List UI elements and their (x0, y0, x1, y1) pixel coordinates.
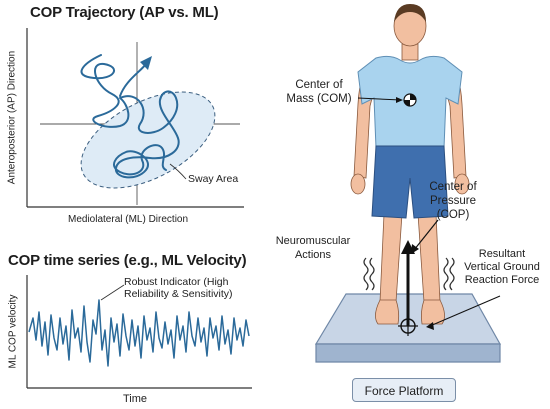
annotation-line-1: Robust Indicator (High (124, 276, 229, 288)
feet (375, 299, 445, 325)
grf-label-line-3: Reaction Force (464, 274, 540, 286)
sway-area-label: Sway Area (188, 173, 239, 185)
cop-label-line-3: (COP) (436, 209, 470, 221)
com-pointer (357, 97, 402, 101)
hair (394, 4, 426, 22)
trajectory-title: COP Trajectory (AP vs. ML) (30, 4, 219, 21)
trajectory-arrowhead (140, 56, 152, 70)
com-pointer-arrowhead (396, 97, 403, 103)
annotation-pointer (100, 284, 125, 301)
cop-label: Center of Pressure (COP) (418, 180, 488, 222)
cop-pointer-arrowhead (411, 244, 419, 254)
grf-label-line-2: Vertical Ground (464, 261, 540, 273)
neuromuscular-label: Neuromuscular Actions (270, 234, 356, 262)
neck (401, 43, 419, 61)
neuromuscular-wave-icon (363, 257, 455, 291)
cop-label-line-1: Center of (429, 181, 477, 193)
timeseries-xlabel: Time (123, 393, 148, 405)
com-label-line-2: Mass (COM) (286, 93, 352, 105)
force-pointer (429, 295, 501, 327)
trajectory-xlabel: Mediolateral (ML) Direction (68, 214, 189, 225)
sway-area-pointer (169, 163, 187, 180)
cop-label-line-2: Pressure (429, 195, 477, 207)
grf-label-line-1: Resultant (478, 248, 526, 260)
force-platform-label: Force Platform (352, 378, 456, 402)
com-label: Center of Mass (COM) (280, 78, 358, 106)
legs (379, 213, 441, 303)
ml-velocity-trace (28, 299, 250, 367)
timeseries-annotation: Robust Indicator (High Reliability & Sen… (124, 276, 264, 300)
com-label-line-1: Center of (295, 79, 343, 91)
neuromuscular-label-line-1: Neuromuscular (275, 235, 351, 247)
grf-label: Resultant Vertical Ground Reaction Force (456, 248, 548, 287)
com-marker-icon (403, 93, 417, 107)
neuromuscular-label-line-2: Actions (294, 249, 332, 261)
timeseries-title: COP time series (e.g., ML Velocity) (8, 252, 247, 269)
cop-crosshair-icon (398, 316, 418, 336)
force-pointer-arrowhead (426, 322, 434, 330)
annotation-line-2: Reliability & Sensitivity) (124, 288, 233, 300)
cop-pointer (413, 219, 439, 251)
shorts (371, 145, 449, 219)
